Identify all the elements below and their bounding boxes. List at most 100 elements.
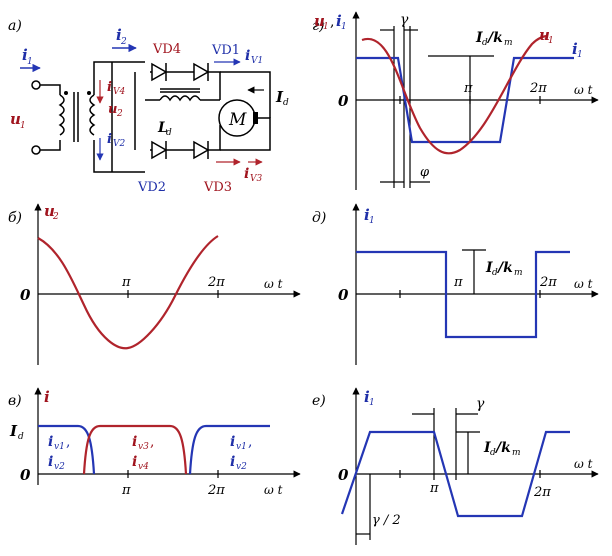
panel-e: е) i 1 γ I d /k т π 2π ω t 0 γ / bbox=[312, 387, 599, 545]
svg-text:γ / 2: γ / 2 bbox=[372, 513, 401, 528]
svg-text:V4: V4 bbox=[113, 87, 125, 97]
svg-text:u: u bbox=[44, 202, 55, 220]
svg-text:т: т bbox=[504, 38, 513, 48]
svg-text:т: т bbox=[514, 268, 523, 278]
svg-text:i: i bbox=[48, 434, 53, 450]
svg-text:2π: 2π bbox=[207, 275, 225, 290]
svg-text:ω t: ω t bbox=[574, 457, 593, 471]
svg-text:u: u bbox=[539, 26, 550, 44]
svg-text:I: I bbox=[275, 88, 284, 106]
svg-text:π: π bbox=[463, 81, 473, 96]
svg-text:ω t: ω t bbox=[264, 483, 283, 497]
svg-text:i: i bbox=[364, 388, 370, 406]
svg-text:i: i bbox=[572, 40, 578, 58]
svg-text:V2: V2 bbox=[113, 139, 125, 149]
panel-d: д) i 1 I d /k т π 2π ω t 0 bbox=[312, 203, 599, 365]
svg-text:v1: v1 bbox=[236, 442, 247, 452]
svg-text:γ: γ bbox=[476, 396, 485, 412]
svg-text:1: 1 bbox=[577, 50, 583, 60]
svg-text:v3: v3 bbox=[138, 442, 149, 452]
diode-vd2 bbox=[151, 140, 168, 160]
svg-text:i: i bbox=[132, 434, 137, 450]
panel-d-i1-curve bbox=[356, 250, 570, 339]
svg-text:i: i bbox=[336, 12, 342, 30]
svg-text:v2: v2 bbox=[54, 462, 65, 472]
svg-text:0: 0 bbox=[338, 92, 349, 110]
svg-text:i: i bbox=[107, 132, 112, 147]
svg-text:,: , bbox=[330, 14, 334, 30]
svg-text:2π: 2π bbox=[529, 81, 547, 96]
svg-text:I: I bbox=[483, 440, 491, 456]
svg-text:i: i bbox=[132, 454, 137, 470]
svg-text:i: i bbox=[116, 26, 122, 44]
diode-vd3 bbox=[193, 140, 210, 160]
panel-g-letter: г) bbox=[312, 18, 325, 34]
svg-text:VD1: VD1 bbox=[211, 43, 240, 58]
motor-label: M bbox=[228, 110, 247, 130]
coil-dots bbox=[64, 91, 91, 95]
svg-text:π: π bbox=[453, 275, 463, 290]
svg-text:i: i bbox=[22, 46, 28, 64]
svg-text:,: , bbox=[66, 434, 70, 450]
svg-text:d: d bbox=[490, 448, 496, 458]
svg-text:,: , bbox=[248, 434, 252, 450]
svg-text:I: I bbox=[485, 260, 493, 276]
svg-text:ω t: ω t bbox=[574, 83, 593, 97]
svg-text:0: 0 bbox=[338, 466, 349, 484]
svg-text:v2: v2 bbox=[236, 462, 247, 472]
svg-text:2π: 2π bbox=[533, 485, 551, 500]
panel-b-u2-curve bbox=[37, 235, 219, 350]
panel-b: б) u 2 π 2π ω t 0 bbox=[8, 202, 301, 365]
panel-g: г) u 1 , i 1 γ I d /k bbox=[312, 11, 599, 190]
panel-e-i1-curve bbox=[340, 430, 570, 518]
svg-text:d: d bbox=[18, 432, 24, 442]
svg-text:d: d bbox=[283, 98, 289, 108]
circuit-labels: i 1 u 1 i 2 i V4 u 2 i V2 VD4 VD1 i V1 L… bbox=[10, 26, 289, 195]
panel-g-u1-curve bbox=[361, 34, 549, 155]
svg-text:I: I bbox=[475, 30, 483, 46]
svg-text:ω t: ω t bbox=[264, 277, 283, 291]
svg-text:0: 0 bbox=[20, 466, 31, 484]
svg-text:L: L bbox=[157, 120, 168, 136]
panel-a-letter: а) bbox=[8, 18, 22, 34]
svg-text:2π: 2π bbox=[539, 275, 557, 290]
svg-text:i: i bbox=[244, 166, 249, 182]
svg-text:1: 1 bbox=[548, 36, 554, 46]
svg-text:v4: v4 bbox=[138, 462, 149, 472]
svg-text:i: i bbox=[230, 454, 235, 470]
svg-text:u: u bbox=[314, 12, 325, 30]
bridge-wires bbox=[111, 61, 271, 173]
svg-text:2π: 2π bbox=[207, 483, 225, 498]
svg-text:d: d bbox=[482, 38, 488, 48]
svg-text:i: i bbox=[364, 206, 370, 224]
input-wires bbox=[31, 61, 112, 173]
svg-text:,: , bbox=[150, 434, 154, 450]
panel-v: в) i I d i v1 , i v2 i v3 , i v4 i v1 , … bbox=[8, 387, 301, 498]
svg-text:V1: V1 bbox=[251, 56, 263, 66]
svg-text:VD2: VD2 bbox=[137, 180, 166, 195]
svg-text:т: т bbox=[512, 448, 521, 458]
svg-text:1: 1 bbox=[369, 398, 375, 408]
svg-text:2: 2 bbox=[116, 109, 123, 119]
svg-text:V3: V3 bbox=[250, 174, 262, 184]
diode-vd1 bbox=[193, 62, 210, 82]
panel-d-letter: д) bbox=[312, 210, 326, 226]
svg-text:i: i bbox=[245, 48, 250, 64]
svg-text:/k: /k bbox=[494, 440, 511, 456]
motor: M bbox=[218, 99, 258, 137]
panel-v-blue-curve bbox=[38, 424, 270, 475]
svg-text:VD4: VD4 bbox=[152, 42, 181, 57]
svg-text:1: 1 bbox=[27, 57, 33, 67]
svg-text:1: 1 bbox=[369, 216, 375, 226]
svg-text:/k: /k bbox=[496, 260, 513, 276]
svg-text:1: 1 bbox=[341, 22, 347, 32]
svg-text:VD3: VD3 bbox=[203, 180, 232, 195]
svg-text:d: d bbox=[166, 128, 172, 138]
diode-vd4 bbox=[151, 62, 168, 82]
svg-text:v1: v1 bbox=[54, 442, 65, 452]
svg-text:1: 1 bbox=[323, 22, 329, 32]
panel-b-letter: б) bbox=[8, 210, 22, 226]
svg-text:ω t: ω t bbox=[574, 277, 593, 291]
svg-text:1: 1 bbox=[20, 121, 26, 131]
